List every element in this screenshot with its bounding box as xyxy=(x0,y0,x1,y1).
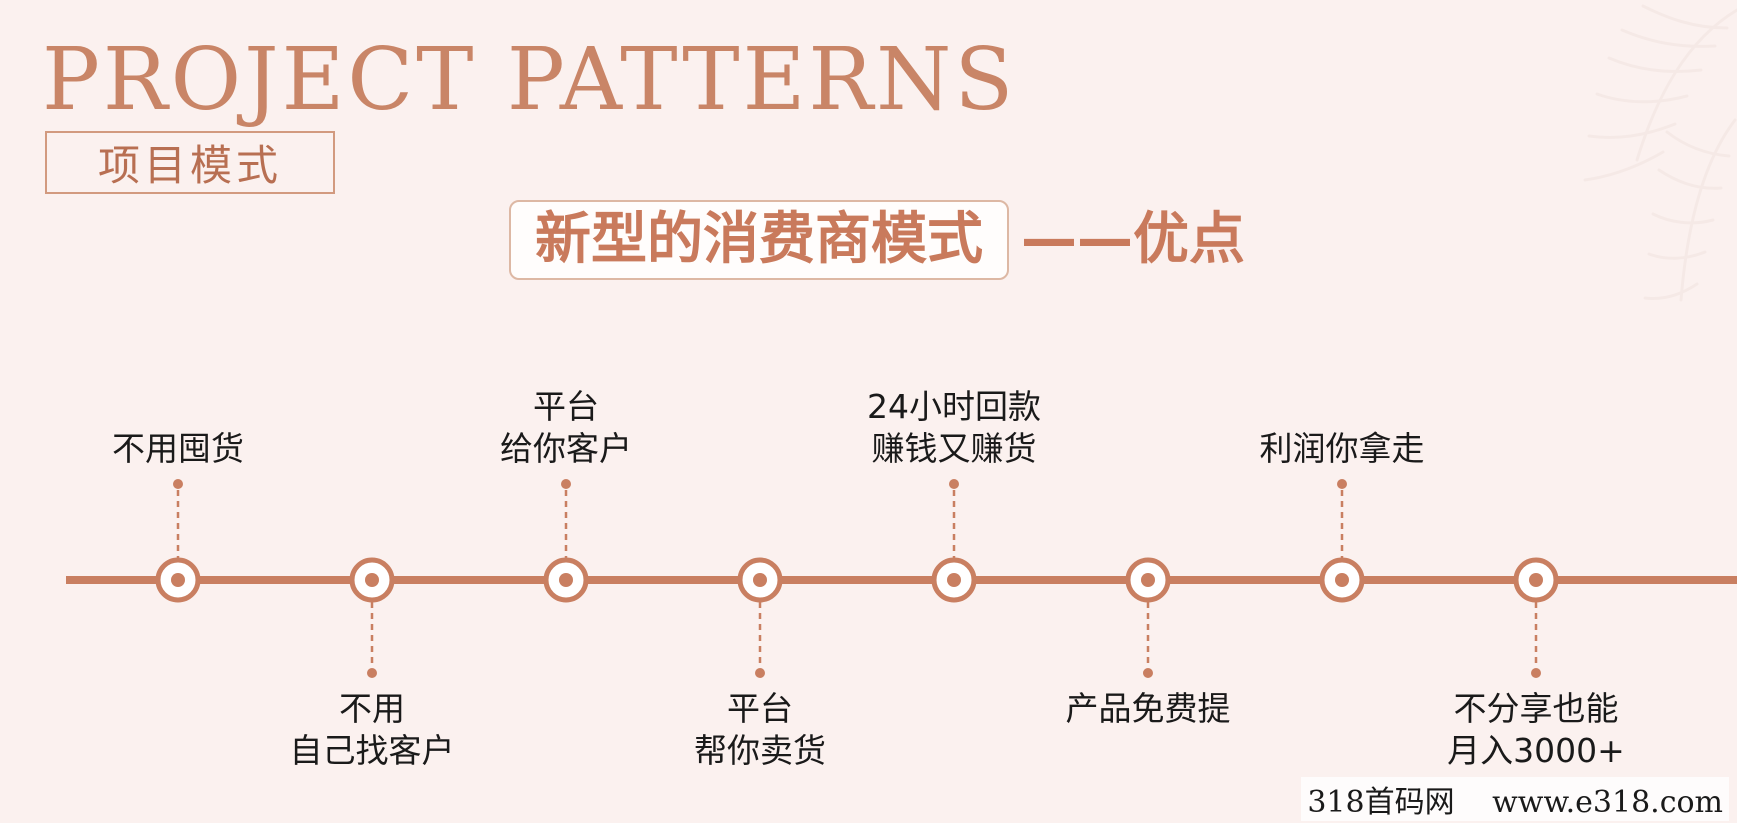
timeline-label-line: 自己找客户 xyxy=(289,731,455,770)
timeline-end-dot xyxy=(367,668,377,678)
timeline-node-center xyxy=(1529,573,1543,587)
title-main: 新型的消费商模式 xyxy=(535,207,983,272)
palm-leaf-decoration xyxy=(1583,4,1737,302)
timeline-label-line: 24小时回款 xyxy=(867,387,1041,426)
title-box: 新型的消费商模式 xyxy=(509,200,1009,280)
timeline-label-line: 不分享也能 xyxy=(1453,689,1619,728)
watermark: 318首码网 www.e318.com xyxy=(1301,777,1729,821)
timeline-label-line: 平台 xyxy=(727,689,793,728)
timeline-node-center xyxy=(1141,573,1155,587)
timeline-end-dot xyxy=(949,479,959,489)
timeline-label-line: 产品免费提 xyxy=(1065,689,1231,728)
timeline-end-dot xyxy=(561,479,571,489)
timeline-label-line: 不用 xyxy=(339,689,405,728)
timeline-label-line: 赚钱又赚货 xyxy=(871,429,1037,468)
timeline-node-center xyxy=(365,573,379,587)
timeline-label-line: 月入3000+ xyxy=(1447,731,1625,770)
timeline-label: 不分享也能月入3000+ xyxy=(1447,688,1625,772)
timeline-label-line: 平台 xyxy=(533,387,599,426)
timeline-node-center xyxy=(753,573,767,587)
timeline-end-dot xyxy=(755,668,765,678)
timeline-label: 平台帮你卖货 xyxy=(694,688,826,772)
timeline-label: 不用自己找客户 xyxy=(290,688,455,772)
timeline-label-line: 帮你卖货 xyxy=(694,731,826,770)
heading-chinese-box: 项目模式 xyxy=(45,131,335,194)
timeline-node-center xyxy=(947,573,961,587)
watermark-right: www.e318.com xyxy=(1492,785,1723,820)
heading-chinese: 项目模式 xyxy=(97,141,282,190)
timeline-end-dot xyxy=(173,479,183,489)
timeline-end-dot xyxy=(1531,668,1541,678)
timeline-label: 产品免费提 xyxy=(1066,688,1231,730)
timeline-end-dot xyxy=(1143,668,1153,678)
timeline-label: 24小时回款赚钱又赚货 xyxy=(867,386,1041,470)
timeline-label: 利润你拿走 xyxy=(1260,428,1425,470)
timeline-label-line: 利润你拿走 xyxy=(1259,429,1425,468)
timeline-label-line: 给你客户 xyxy=(500,429,632,468)
title-wrap: 新型的消费商模式 ——优点 xyxy=(509,200,1245,280)
watermark-left: 318首码网 xyxy=(1307,785,1455,820)
timeline-label: 平台给你客户 xyxy=(500,386,632,470)
timeline-label-line: 不用囤货 xyxy=(112,429,244,468)
timeline-end-dot xyxy=(1337,479,1347,489)
timeline-node-center xyxy=(559,573,573,587)
heading-english: PROJECT PATTERNS xyxy=(42,30,1017,130)
timeline-label: 不用囤货 xyxy=(112,428,244,470)
title-suffix: ——优点 xyxy=(1021,207,1245,272)
timeline-node-center xyxy=(171,573,185,587)
timeline-node-center xyxy=(1335,573,1349,587)
